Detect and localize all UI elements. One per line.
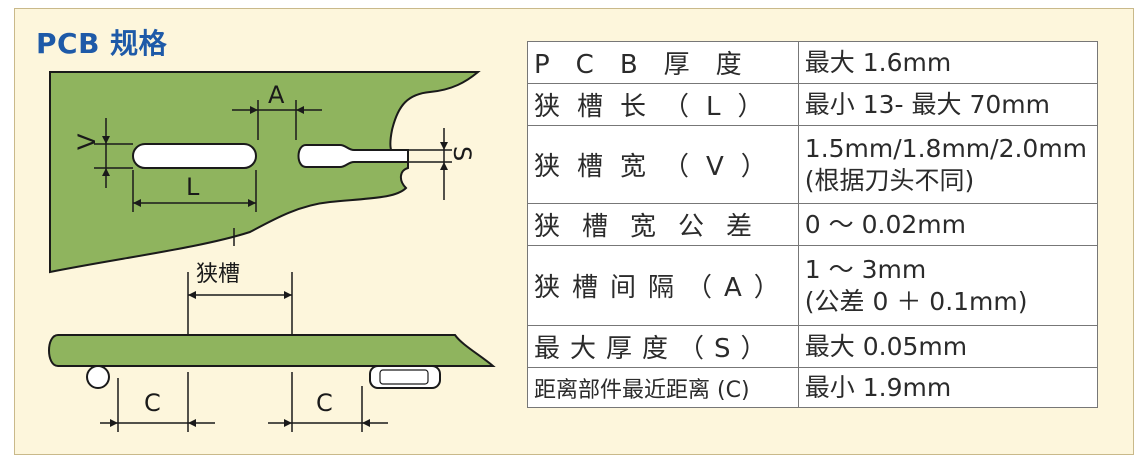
label-slot: 狭槽 xyxy=(196,262,240,287)
spec-value: 最大 0.05mm xyxy=(797,325,1099,368)
component-round xyxy=(86,365,110,389)
slot-short xyxy=(297,144,409,168)
pcb-board-side xyxy=(48,334,496,367)
label-v: V xyxy=(73,133,101,150)
label-s: S xyxy=(448,146,476,161)
spec-key: PCB厚度 xyxy=(527,41,799,84)
label-a: A xyxy=(268,81,285,109)
spec-value: 1.5mm/1.8mm/2.0mm (根据刀头不同) xyxy=(797,125,1099,204)
page-title: PCB 规格 xyxy=(36,27,168,60)
spec-key: 狭槽宽（V） xyxy=(527,125,799,204)
label-c-left: C xyxy=(144,389,161,417)
spec-value: 1 ～ 3mm (公差 0 ＋ 0.1mm) xyxy=(797,245,1099,326)
spec-row: 狭槽宽公差 0 ～ 0.02mm xyxy=(527,203,1099,246)
spec-value-line: 1.5mm/1.8mm/2.0mm xyxy=(804,133,1088,163)
spec-key: 狭槽间隔（A） xyxy=(527,245,799,326)
spec-value-line: 1 ～ 3mm xyxy=(804,254,927,284)
spec-key: 距离部件最近距离 (C) xyxy=(527,367,799,408)
spec-row: 狭槽宽（V） 1.5mm/1.8mm/2.0mm (根据刀头不同) xyxy=(527,125,1099,204)
spec-key: 狭槽宽公差 xyxy=(527,203,799,246)
spec-row: 距离部件最近距离 (C) 最小 1.9mm xyxy=(527,367,1099,408)
spec-key: 狭槽长（L） xyxy=(527,83,799,126)
label-l: L xyxy=(186,173,200,201)
spec-row: 狭槽间隔（A） 1 ～ 3mm (公差 0 ＋ 0.1mm) xyxy=(527,245,1099,326)
spec-value: 最小 1.9mm xyxy=(797,367,1099,408)
spec-value: 最小 13- 最大 70mm xyxy=(797,83,1099,126)
spec-table: PCB厚度 最大 1.6mm 狭槽长（L） 最小 13- 最大 70mm 狭槽宽… xyxy=(527,41,1099,408)
spec-value: 0 ～ 0.02mm xyxy=(797,203,1099,246)
spec-row: PCB厚度 最大 1.6mm xyxy=(527,41,1099,84)
label-c-right: C xyxy=(316,389,333,417)
spec-key: 最大厚度（S） xyxy=(527,325,799,368)
slot-long xyxy=(132,143,257,169)
pcb-board-top xyxy=(49,71,481,274)
spec-value: 最大 1.6mm xyxy=(797,41,1099,84)
spec-value-note: (根据刀头不同) xyxy=(804,165,975,195)
spec-value-note: (公差 0 ＋ 0.1mm) xyxy=(804,286,1028,316)
spec-row: 最大厚度（S） 最大 0.05mm xyxy=(527,325,1099,368)
spec-row: 狭槽长（L） 最小 13- 最大 70mm xyxy=(527,83,1099,126)
